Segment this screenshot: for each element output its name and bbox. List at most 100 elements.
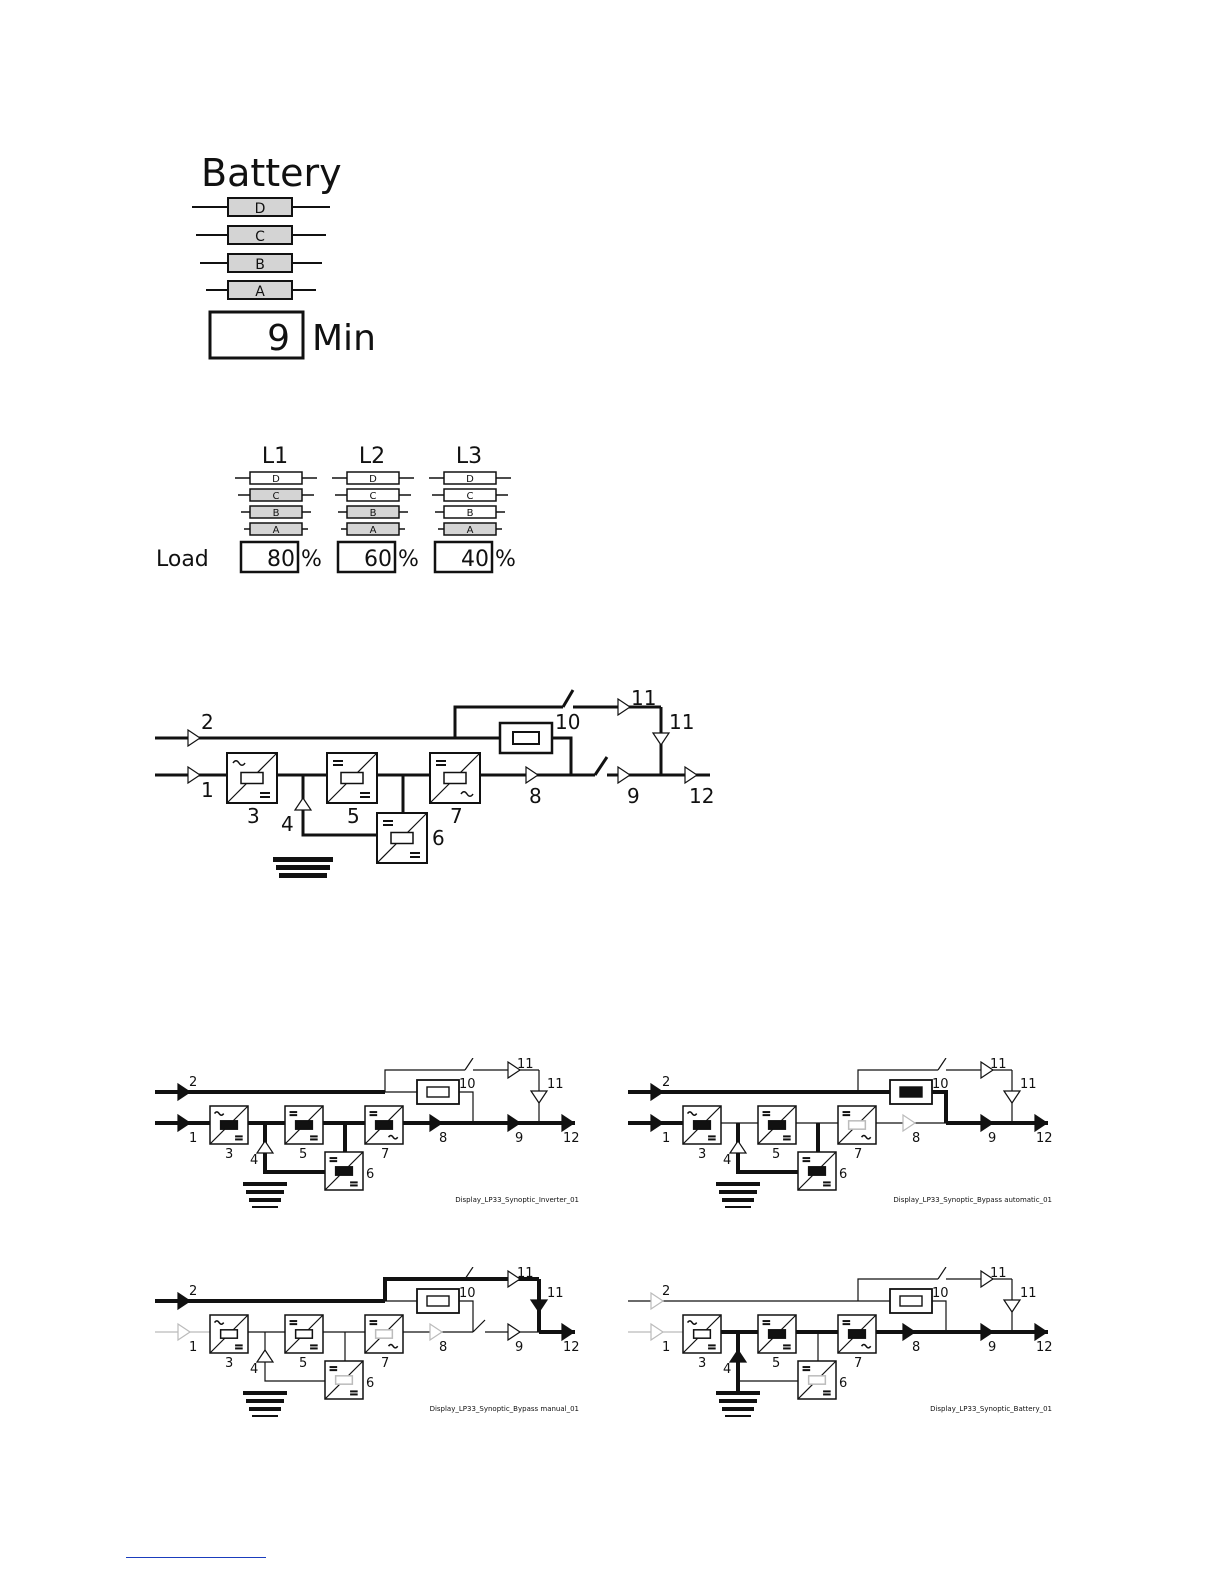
input-1-arrow [177,1322,192,1342]
ac-symbol [460,791,474,797]
phase-bar-c [443,488,497,502]
phase-bar-letter: C [467,491,474,502]
battery-plate [716,1182,760,1186]
battery-plate [252,1206,278,1208]
booster-5 [284,1105,324,1145]
label-9: 9 [988,1131,996,1146]
battery-plate [722,1407,754,1411]
label-11b: 11 [1020,1077,1037,1092]
module-indicator [807,1375,827,1385]
output-9-arrow [507,1322,522,1342]
input-2-arrow [650,1291,665,1311]
label-10: 10 [932,1077,949,1092]
label-3: 3 [225,1147,233,1162]
phase-label: L3 [456,444,482,469]
label-7: 7 [450,804,463,828]
module-indicator [374,1329,394,1339]
manual-line [857,1278,938,1301]
manual-line [384,1069,465,1092]
ac-symbol [387,1343,399,1349]
output-8-arrow [902,1322,917,1342]
module-indicator [807,1166,827,1176]
battery-plate [276,865,330,870]
phase-bar-letter: B [273,508,280,519]
phase-bar-letter: B [467,508,474,519]
charger-6 [376,812,428,864]
battery-4-arrow [293,796,313,811]
manual-line [857,1069,938,1092]
battery-plate [716,1391,760,1395]
label-12: 12 [1036,1340,1053,1355]
module-indicator [443,771,467,785]
input-1-arrow [187,765,202,785]
label-1: 1 [189,1131,197,1146]
module-indicator [294,1329,314,1339]
label-3: 3 [698,1147,706,1162]
phase-bar-a [346,522,400,536]
module-indicator [240,771,264,785]
static-switch-indicator [899,1295,923,1307]
manual-switch [937,1267,947,1280]
label-7: 7 [381,1147,389,1162]
label-4: 4 [250,1362,258,1377]
maint-11-arrow [980,1060,995,1080]
footnote-rule [126,1557,266,1558]
phase-bar-letter: D [272,474,280,485]
module-indicator [847,1120,867,1130]
label-2: 2 [189,1284,197,1299]
battery-4 [716,1391,760,1417]
module-indicator [334,1375,354,1385]
label-5: 5 [299,1147,307,1162]
module-indicator [767,1329,787,1339]
maint-11-drop-arrow [529,1090,549,1105]
input-2-arrow [177,1291,192,1311]
label-8: 8 [439,1340,447,1355]
ac-symbol [387,1134,399,1140]
manual-switch [464,1058,474,1071]
label-8: 8 [912,1131,920,1146]
input-2-arrow [650,1082,665,1102]
output-9-arrow [507,1113,522,1133]
label-11b: 11 [547,1286,564,1301]
input-2-arrow [177,1082,192,1102]
phase-bar-d [249,471,303,485]
phase-label: L2 [359,444,385,469]
label-10: 10 [555,710,580,734]
ss-out [932,1090,948,1123]
battery-bus [301,775,377,837]
label-6: 6 [839,1376,847,1391]
module-indicator [219,1329,239,1339]
phase-bar-b [346,505,400,519]
output-12-arrow [1034,1113,1049,1133]
ac-symbol [213,1111,225,1117]
battery-4 [243,1391,287,1417]
label-2: 2 [662,1284,670,1299]
label-3: 3 [225,1356,233,1371]
label-8: 8 [912,1340,920,1355]
label-11b: 11 [669,710,694,734]
label-10: 10 [459,1286,476,1301]
booster-5 [757,1105,797,1145]
battery-plate [719,1399,757,1403]
ss-out [932,1300,947,1332]
input-1-arrow [650,1322,665,1342]
phase-bar-letter: A [370,525,377,536]
label-9: 9 [988,1340,996,1355]
label-6: 6 [839,1167,847,1182]
battery-plate [249,1407,281,1411]
battery-bar-a: A [206,280,316,300]
battery-plate [279,873,327,878]
output-switch [593,756,609,776]
phase-bar-letter: A [273,525,280,536]
output-8-arrow [902,1113,917,1133]
label-12: 12 [563,1131,580,1146]
label-1: 1 [662,1131,670,1146]
rectifier-3 [209,1314,249,1354]
phase-bar-c [346,488,400,502]
svg-text:C: C [255,229,265,245]
rectifier-3 [682,1314,722,1354]
battery-4-arrow [255,1139,275,1154]
